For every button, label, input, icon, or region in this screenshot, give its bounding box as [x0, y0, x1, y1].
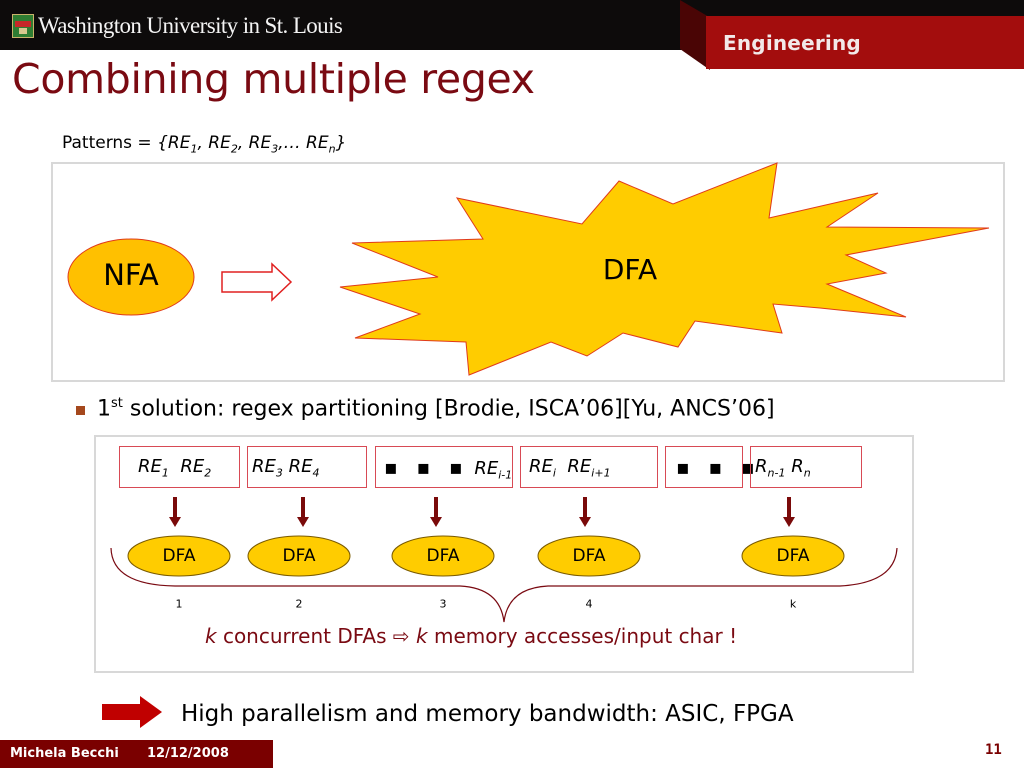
regex-group-box: REi REi+1 — [520, 446, 658, 488]
implies-arrow-icon: ⇨ — [392, 624, 410, 648]
patterns-prefix: Patterns = — [62, 133, 158, 153]
down-arrow-icon — [430, 497, 442, 527]
dfa-label: DFA — [602, 253, 658, 286]
regex-group-box: RE1 RE2 — [119, 446, 240, 488]
conclusion-text: k concurrent DFAs ⇨ k memory accesses/in… — [205, 624, 738, 648]
regex-group-box: RE3 RE4 — [247, 446, 367, 488]
shield-icon — [12, 14, 34, 38]
school-name: Engineering — [723, 31, 861, 55]
nfa-label: NFA — [103, 258, 159, 292]
bullet-square-icon — [76, 406, 85, 416]
page-number: 11 — [985, 742, 1002, 758]
header-corner — [650, 0, 684, 50]
nfa-to-dfa-panel — [51, 162, 1005, 382]
bullet-solution: 1st solution: regex partitioning [Brodie… — [76, 396, 775, 421]
down-arrow-icon — [579, 497, 591, 527]
right-arrow-icon — [102, 696, 162, 728]
ellipsis: ▪ ▪ ▪ — [384, 455, 469, 479]
down-arrow-icon — [783, 497, 795, 527]
hollow-right-arrow-icon — [221, 262, 293, 302]
footer-date: 12/12/2008 — [147, 746, 229, 761]
ellipsis: ▪ ▪ ▪ — [676, 455, 761, 479]
regex-group-box: ▪ ▪ ▪ REi-1 — [375, 446, 513, 488]
patterns-line: Patterns = {RE1, RE2, RE3,… REn} — [62, 133, 346, 155]
slide-title: Combining multiple regex — [12, 55, 535, 103]
footer-bar — [0, 740, 273, 768]
patterns-set: {RE1, RE2, RE3,… REn} — [157, 133, 347, 156]
nfa-oval — [67, 238, 195, 316]
partitioning-panel — [94, 435, 914, 673]
regex-group-box: ▪ ▪ ▪ — [665, 446, 755, 488]
down-arrow-icon — [297, 497, 309, 527]
bullet-text: 1st solution: regex partitioning [Brodie… — [97, 396, 775, 422]
regex-group-box: Rn-1 Rn — [750, 446, 862, 488]
university-name: Washington University in St. Louis — [38, 13, 343, 38]
takeaway-text: High parallelism and memory bandwidth: A… — [181, 701, 794, 727]
footer-author: Michela Becchi — [10, 746, 119, 761]
university-logo: Washington University in St. Louis — [12, 13, 343, 39]
dfa-starburst — [339, 162, 990, 376]
engineering-band — [706, 16, 1024, 69]
down-arrow-icon — [169, 497, 181, 527]
